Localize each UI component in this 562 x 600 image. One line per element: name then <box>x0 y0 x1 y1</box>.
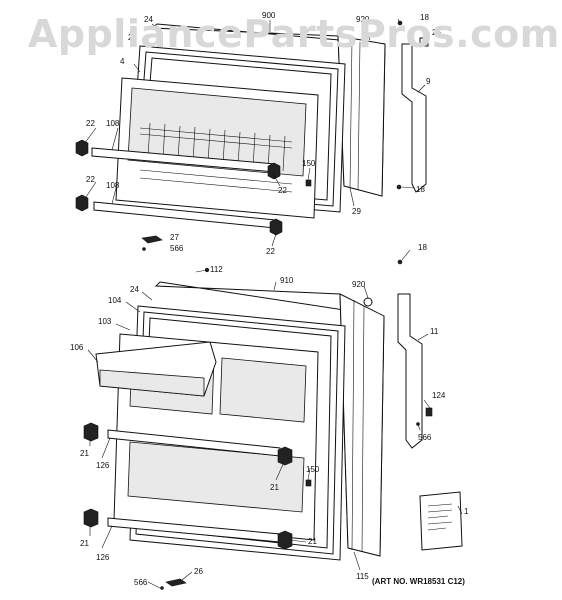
part-25 <box>419 37 429 47</box>
bracket-27 <box>141 235 163 244</box>
callout-label: 910 <box>280 276 294 285</box>
fresh-food-door-side <box>339 293 385 557</box>
part-124 <box>425 407 433 417</box>
callout-label: 22 <box>278 186 287 195</box>
callout-label: 22 <box>266 247 275 256</box>
callout-label: 23 <box>128 33 137 42</box>
shelf-end-cap-21-right-upper <box>277 446 293 466</box>
callout-label: 106 <box>70 343 84 352</box>
callout-label: 104 <box>108 296 122 305</box>
callout-label: 22 <box>86 175 95 184</box>
freezer-door-side <box>337 35 386 197</box>
callout-label: 126 <box>96 461 110 470</box>
screw-18-mid <box>396 184 402 190</box>
callout-label: 18 <box>420 13 429 22</box>
freezer-door-handle <box>401 43 427 193</box>
bracket-26 <box>165 578 187 587</box>
callout-label: 112 <box>210 265 223 274</box>
fresh-food-door-assembly <box>83 259 463 590</box>
callout-label: 21 <box>308 537 317 546</box>
callout-label: 18 <box>418 243 427 252</box>
callout-label: 108 <box>106 119 120 128</box>
callout-label: 21 <box>80 539 89 548</box>
screw-566-bottom <box>160 586 164 590</box>
callout-label: 108 <box>106 181 120 190</box>
callout-label: 29 <box>352 207 361 216</box>
freezer-door-assembly <box>75 20 429 251</box>
fresh-food-door-handle <box>397 293 423 449</box>
callout-label: 25 <box>432 28 441 37</box>
shelf-end-cap-left-upper <box>75 139 89 157</box>
callout-label: 24 <box>130 285 139 294</box>
callout-label: 566 <box>418 433 432 442</box>
callout-label: 4 <box>120 57 125 66</box>
callout-label: 115 <box>356 572 369 581</box>
callout-label: 920 <box>352 280 366 289</box>
callout-label: 11 <box>430 327 439 336</box>
compartment-upper-right <box>219 357 307 423</box>
callout-label: 150 <box>302 159 316 168</box>
art-number: (ART NO. WR18531 C12) <box>372 577 465 586</box>
callout-label: 24 <box>144 15 153 24</box>
callout-label: 22 <box>86 119 95 128</box>
callout-label: 21 <box>270 483 279 492</box>
part-150-top <box>305 179 312 187</box>
shelf-end-cap-21-left-lower <box>83 508 99 528</box>
shelf-end-cap-right-upper <box>267 162 281 180</box>
callout-label: 18 <box>416 185 425 194</box>
callout-label: 9 <box>426 77 431 86</box>
leader-lines <box>83 18 463 589</box>
owners-manual <box>419 491 463 551</box>
shelf-end-cap-left-lower <box>75 194 89 212</box>
part-150-bottom <box>305 479 312 487</box>
callout-label: 26 <box>194 567 203 576</box>
callout-label: 150 <box>306 465 320 474</box>
callout-label: 124 <box>432 391 446 400</box>
shelf-end-cap-21-right-lower <box>277 530 293 550</box>
callout-labels: 24 900 920 18 25 23 4 9 22 108 150 22 10… <box>70 11 469 587</box>
callout-label: 920 <box>356 15 370 24</box>
callout-label: 27 <box>170 233 179 242</box>
callout-label: 126 <box>96 553 110 562</box>
shelf-end-cap-21-left-upper <box>83 422 99 442</box>
screw-18-lower <box>397 259 403 265</box>
screw-566-top <box>142 247 146 251</box>
plug-920-lower <box>363 297 373 307</box>
callout-label: 21 <box>80 449 89 458</box>
callout-label: 1 <box>464 507 469 516</box>
callout-label: 900 <box>262 11 276 20</box>
callout-label: 103 <box>98 317 112 326</box>
callout-label: 566 <box>170 244 184 253</box>
shelf-end-cap-right-lower <box>269 218 283 236</box>
callout-label: 566 <box>134 578 148 587</box>
